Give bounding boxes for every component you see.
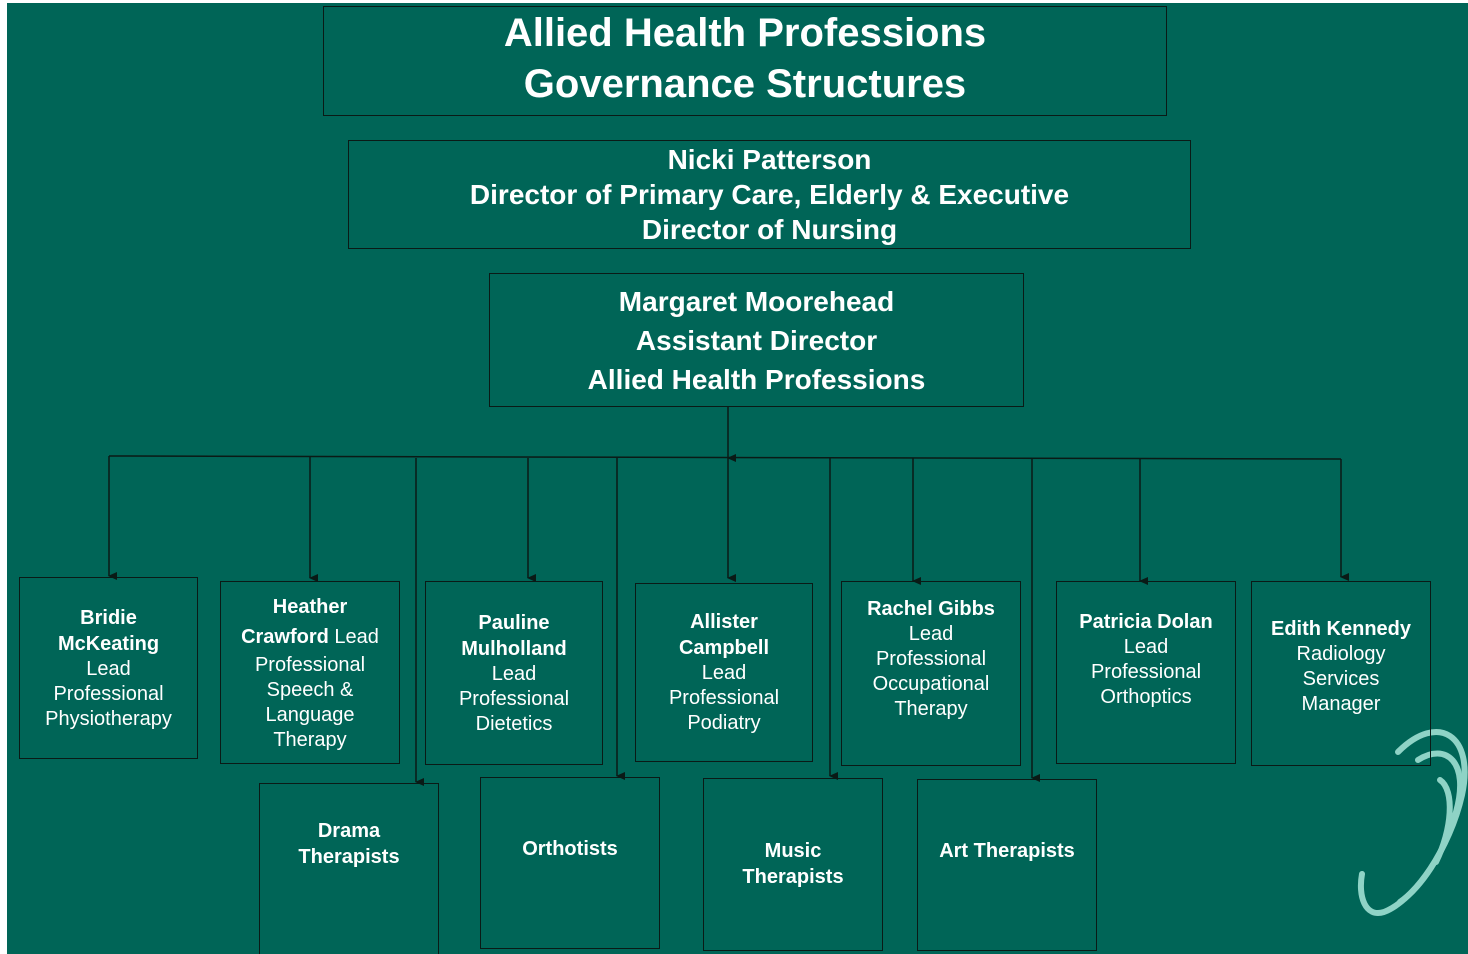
lead-role: Manager (1301, 693, 1381, 715)
title-line-2: Governance Structures (523, 62, 967, 106)
lead-role: Language (265, 704, 355, 726)
assistant-role-line-1: Assistant Director (635, 324, 878, 356)
director-role-line-1: Director of Primary Care, Elderly & Exec… (469, 179, 1070, 210)
lead-name: Allister (690, 611, 758, 633)
group-label: Art Therapists (939, 840, 1075, 862)
lead-role: Speech & (266, 679, 354, 701)
lead-name: Patricia Dolan (1079, 611, 1213, 633)
lead-box-orthoptics: Patricia Dolan Lead Professional Orthopt… (1056, 581, 1236, 764)
lead-role: Occupational (872, 673, 990, 695)
lead-role: Lead (1123, 636, 1169, 658)
lead-role: Orthoptics (1100, 686, 1192, 708)
lead-name-line: Crawford Lead (241, 624, 379, 653)
group-box-drama-therapists: Drama Therapists (259, 783, 439, 954)
lead-box-physiotherapy: Bridie McKeating Lead Professional Physi… (19, 577, 198, 759)
assistant-role-line-2: Allied Health Professions (587, 363, 926, 395)
lead-role: Therapy (273, 729, 347, 751)
lead-role: Physiotherapy (45, 707, 172, 730)
lead-name: Crawford (241, 626, 329, 648)
lead-name: Bridie (80, 606, 137, 629)
lead-box-podiatry: Allister Campbell Lead Professional Podi… (635, 583, 813, 762)
lead-role: Professional (875, 648, 987, 670)
slide-background (7, 3, 1468, 954)
lead-role: Professional (254, 654, 366, 676)
lead-role: Services (1302, 668, 1380, 690)
assistant-name: Margaret Moorehead (618, 285, 895, 317)
lead-role: Lead (491, 662, 537, 685)
lead-name: Mulholland (461, 637, 567, 660)
title-line-1: Allied Health Professions (503, 11, 987, 55)
group-box-orthotists: Orthotists (480, 777, 660, 949)
lead-name: Heather (272, 596, 348, 618)
lead-role: Lead (908, 623, 954, 645)
director-name: Nicki Patterson (667, 144, 872, 175)
horizontal-connector (108, 455, 1342, 460)
lead-box-occupational-therapy: Rachel Gibbs Lead Professional Occupatio… (841, 581, 1021, 766)
lead-box-speech-language: Heather Crawford Lead Professional Speec… (220, 581, 400, 764)
group-label: Music (764, 840, 822, 862)
group-box-music-therapists: Music Therapists (703, 778, 883, 951)
group-label: Therapists (742, 866, 844, 888)
swirl-logo (1357, 729, 1468, 916)
lead-name: McKeating (57, 632, 160, 655)
lead-role: Therapy (894, 698, 968, 720)
title-box: Allied Health Professions Governance Str… (323, 6, 1167, 116)
lead-role: Professional (668, 687, 780, 709)
director-role-line-2: Director of Nursing (641, 214, 898, 245)
lead-name: Campbell (678, 637, 770, 659)
lead-box-dietetics: Pauline Mulholland Lead Professional Die… (425, 581, 603, 765)
lead-role: Lead (86, 657, 131, 680)
lead-role: Professional (53, 682, 164, 705)
lead-role: Podiatry (687, 712, 761, 734)
lead-role: Professional (1090, 661, 1202, 683)
group-label: Orthotists (522, 838, 618, 860)
director-box: Nicki Patterson Director of Primary Care… (348, 140, 1191, 249)
lead-role: Dietetics (475, 712, 553, 735)
lead-name: Pauline (478, 611, 550, 634)
lead-role: Lead (328, 626, 379, 648)
lead-role: Radiology (1296, 643, 1386, 665)
lead-name: Rachel Gibbs (867, 598, 995, 620)
lead-box-radiology: Edith Kennedy Radiology Services Manager (1251, 581, 1431, 766)
group-box-art-therapists: Art Therapists (917, 779, 1097, 951)
assistant-director-box: Margaret Moorehead Assistant Director Al… (489, 273, 1024, 407)
lead-role: Lead (701, 662, 747, 684)
lead-role: Professional (458, 687, 570, 710)
group-label: Drama (317, 820, 381, 842)
lead-name: Edith Kennedy (1270, 618, 1411, 640)
group-label: Therapists (298, 846, 400, 868)
